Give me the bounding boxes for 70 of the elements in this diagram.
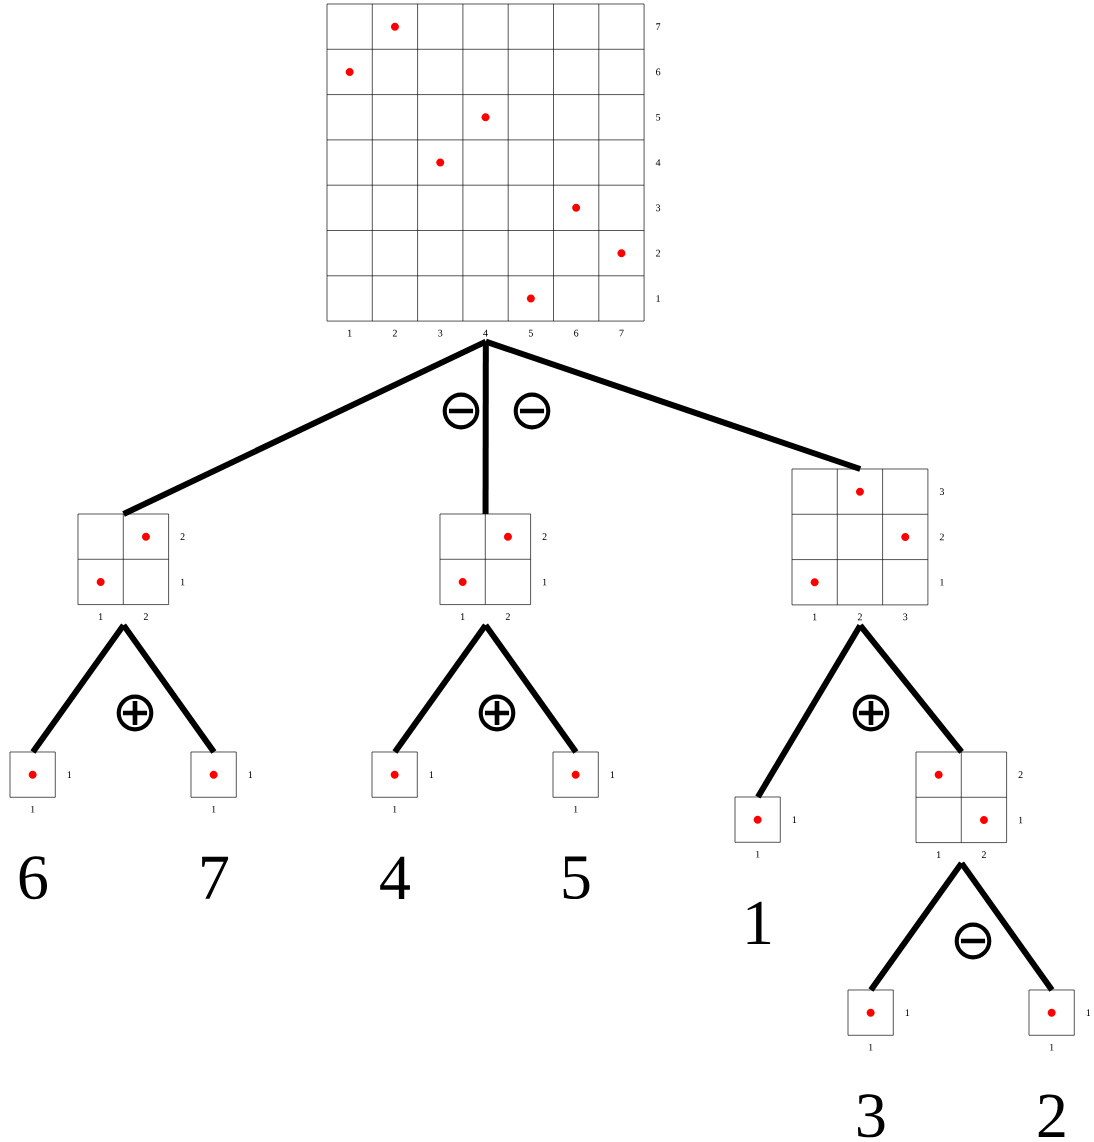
- operator-symbol: ⊕: [116, 694, 154, 732]
- leaf-number: 7: [202, 856, 229, 899]
- axis-number: 2: [542, 533, 547, 540]
- axis-number: 1: [813, 613, 817, 621]
- axis-number: 3: [939, 488, 944, 495]
- axis-number: 7: [656, 23, 661, 30]
- tree-branch: [857, 623, 964, 754]
- tree-branch: [483, 623, 579, 754]
- axis-number: 2: [939, 533, 944, 541]
- axis-number: 3: [438, 329, 443, 337]
- tree-branch: [484, 338, 862, 472]
- axis-number: 5: [528, 329, 533, 337]
- operator-symbol: ⊖: [442, 392, 480, 430]
- axis-number: 6: [574, 329, 579, 337]
- axis-number: 1: [756, 851, 760, 858]
- axis-number: 7: [619, 329, 624, 337]
- tree-branch: [121, 623, 217, 754]
- tree-branch: [482, 341, 489, 514]
- axis-number: 6: [656, 68, 661, 76]
- axis-number: 5: [656, 113, 661, 121]
- axis-number: 2: [656, 249, 661, 257]
- leaf-number: 5: [563, 856, 590, 900]
- axis-number: 1: [393, 806, 397, 813]
- axis-number: 1: [574, 806, 578, 813]
- axis-number: 1: [181, 578, 185, 586]
- leaf-number: 2: [1038, 1094, 1065, 1137]
- axis-number: 1: [1019, 816, 1023, 824]
- axis-number: 2: [143, 613, 148, 620]
- operator-symbol: ⊖: [954, 922, 992, 960]
- axis-number: 2: [857, 613, 862, 621]
- axis-number: 1: [905, 1009, 910, 1016]
- axis-number: 1: [31, 806, 35, 813]
- axis-number: 2: [505, 613, 510, 620]
- operator-symbol: ⊖: [513, 392, 551, 430]
- axis-number: 1: [67, 771, 72, 778]
- leaf-number: 4: [380, 856, 410, 899]
- axis-number: 2: [981, 851, 986, 858]
- operator-symbol: ⊕: [478, 694, 516, 732]
- axis-number: 1: [1050, 1044, 1054, 1051]
- axis-number: 2: [180, 533, 185, 540]
- axis-number: 1: [348, 329, 352, 337]
- axis-number: 1: [937, 851, 941, 858]
- axis-number: 1: [248, 771, 253, 778]
- tree-branch: [868, 861, 964, 992]
- axis-number: 3: [656, 204, 661, 212]
- axis-number: 1: [99, 613, 103, 620]
- leaf-number: 1: [747, 901, 771, 944]
- axis-number: 1: [429, 771, 434, 778]
- axis-number: 2: [1018, 771, 1023, 778]
- axis-number: 1: [610, 771, 615, 778]
- axis-number: 4: [483, 329, 488, 337]
- axis-number: 1: [940, 578, 944, 586]
- tree-branch: [30, 623, 126, 754]
- axis-number: 3: [903, 613, 908, 621]
- operator-symbol: ⊕: [852, 694, 890, 732]
- axis-number: 1: [869, 1044, 873, 1051]
- tree-branch: [755, 623, 863, 799]
- leaf-number: 6: [19, 856, 47, 900]
- axis-number: 4: [655, 159, 661, 166]
- axis-number: 2: [392, 329, 397, 337]
- tree-branch: [122, 338, 488, 517]
- leaf-number: 3: [857, 1094, 885, 1138]
- axis-number: 1: [792, 816, 797, 823]
- axis-number: 1: [461, 613, 465, 620]
- tree-branch: [959, 861, 1055, 992]
- axis-number: 1: [656, 295, 660, 302]
- axis-number: 1: [212, 806, 216, 813]
- tree-branch: [392, 623, 488, 754]
- axis-number: 1: [543, 578, 547, 586]
- axis-number: 1: [1086, 1009, 1091, 1016]
